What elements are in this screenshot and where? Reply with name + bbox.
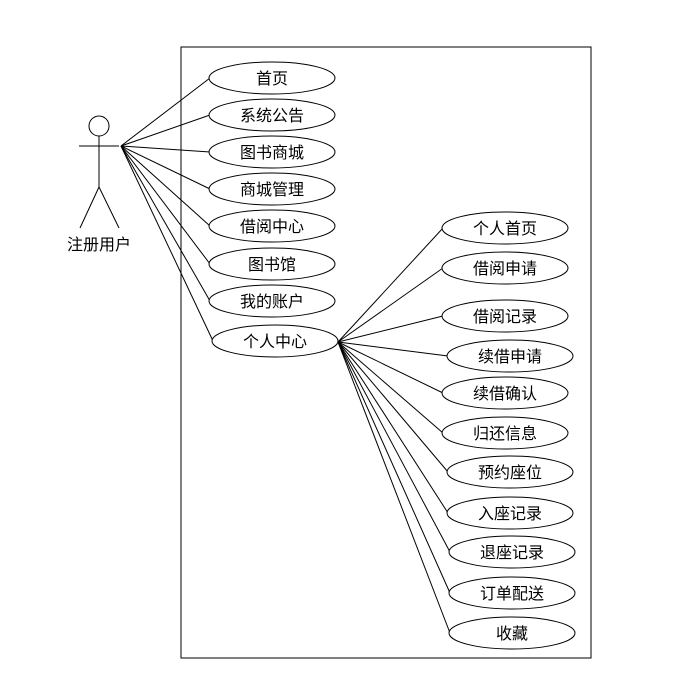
association-personal-center-seat-entry-records [337, 341, 449, 514]
association-actor-my-account [120, 145, 211, 302]
association-actor-borrow-center [120, 145, 211, 227]
use-case-ellipse [448, 616, 576, 650]
use-case-ellipse [208, 135, 336, 169]
use-case-label: 借阅申请 [473, 259, 537, 278]
association-personal-center-borrow-application [337, 267, 444, 343]
association-personal-center-favorites [337, 341, 451, 634]
use-case-ellipse [211, 324, 339, 358]
use-case-ellipse [446, 455, 574, 489]
use-case-seat-entry-records: 入座记录 [446, 496, 574, 530]
use-case-label: 个人首页 [473, 219, 537, 238]
use-case-ellipse [446, 339, 574, 373]
use-case-favorites: 收藏 [448, 616, 576, 650]
association-personal-center-order-delivery [337, 341, 451, 594]
use-case-ellipse [441, 416, 569, 450]
actor-figure: 注册用户 [67, 115, 131, 254]
system-boundary [180, 46, 592, 659]
associations [120, 77, 451, 634]
actor-label: 注册用户 [67, 235, 131, 254]
association-personal-center-renew-application [337, 341, 449, 357]
association-personal-center-renew-confirmation [337, 341, 444, 394]
use-case-ellipse [446, 496, 574, 530]
use-case-label: 图书馆 [248, 255, 296, 274]
use-case-ellipse [208, 247, 336, 281]
use-case-label: 归还信息 [473, 424, 537, 443]
use-case-label: 系统公告 [240, 106, 304, 125]
use-case-my-account: 我的账户 [208, 284, 336, 318]
use-case-ellipse [448, 576, 576, 610]
use-case-label: 续借申请 [478, 347, 542, 366]
use-case-label: 个人中心 [243, 332, 307, 351]
use-case-renew-confirmation: 续借确认 [441, 376, 569, 410]
use-case-book-mall: 图书商城 [208, 135, 336, 169]
use-case-seat-exit-records: 退座记录 [448, 535, 576, 569]
use-case-label: 续借确认 [473, 384, 537, 403]
use-case-label: 退座记录 [480, 543, 544, 562]
use-case-label: 借阅中心 [240, 217, 304, 236]
use-case-label: 商城管理 [240, 180, 304, 199]
use-case-label: 图书商城 [240, 143, 304, 162]
use-case-ellipse [441, 376, 569, 410]
use-case-ellipse [448, 535, 576, 569]
use-case-label: 收藏 [496, 624, 528, 643]
use-case-borrow-records: 借阅记录 [441, 299, 569, 333]
association-actor-personal-center [120, 145, 214, 342]
association-personal-center-seat-exit-records [337, 341, 451, 553]
use-case-ellipse [441, 251, 569, 285]
use-case-order-delivery: 订单配送 [448, 576, 576, 610]
use-case-ellipse [441, 299, 569, 333]
use-case-label: 订单配送 [480, 584, 544, 603]
association-actor-announcements [120, 114, 211, 147]
use-case-borrow-center: 借阅中心 [208, 209, 336, 243]
use-case-return-info: 归还信息 [441, 416, 569, 450]
use-case-label: 入座记录 [478, 504, 542, 523]
use-case-announcements: 系统公告 [208, 98, 336, 132]
use-case-ellipse [208, 172, 336, 206]
use-case-mall-management: 商城管理 [208, 172, 336, 206]
use-case-label: 预约座位 [478, 463, 542, 482]
use-case-label: 首页 [256, 69, 288, 88]
association-personal-center-return-info [337, 341, 444, 434]
use-case-home: 首页 [208, 61, 336, 95]
association-actor-book-mall [120, 145, 211, 153]
use-case-ellipse [208, 61, 336, 95]
actor-right-leg [98, 186, 120, 229]
association-personal-center-borrow-records [337, 315, 444, 343]
use-case-ellipse [208, 209, 336, 243]
association-actor-home [120, 77, 211, 147]
association-personal-center-personal-home [337, 227, 444, 343]
use-case-seat-reservation: 预约座位 [446, 455, 574, 489]
use-case-ellipse [208, 98, 336, 132]
actor-left-leg [79, 186, 100, 229]
use-case-borrow-application: 借阅申请 [441, 251, 569, 285]
use-case-label: 我的账户 [240, 292, 304, 311]
use-case-ellipse [208, 284, 336, 318]
use-case-label: 借阅记录 [473, 307, 537, 326]
association-actor-mall-management [120, 145, 211, 190]
use-case-library: 图书馆 [208, 247, 336, 281]
association-personal-center-seat-reservation [337, 341, 449, 473]
association-actor-library [120, 145, 211, 265]
actor-head [88, 115, 110, 137]
use-case-personal-home: 个人首页 [441, 211, 569, 245]
use-case-renew-application: 续借申请 [446, 339, 574, 373]
use-case-personal-center: 个人中心 [211, 324, 339, 358]
use-case-ellipse [441, 211, 569, 245]
